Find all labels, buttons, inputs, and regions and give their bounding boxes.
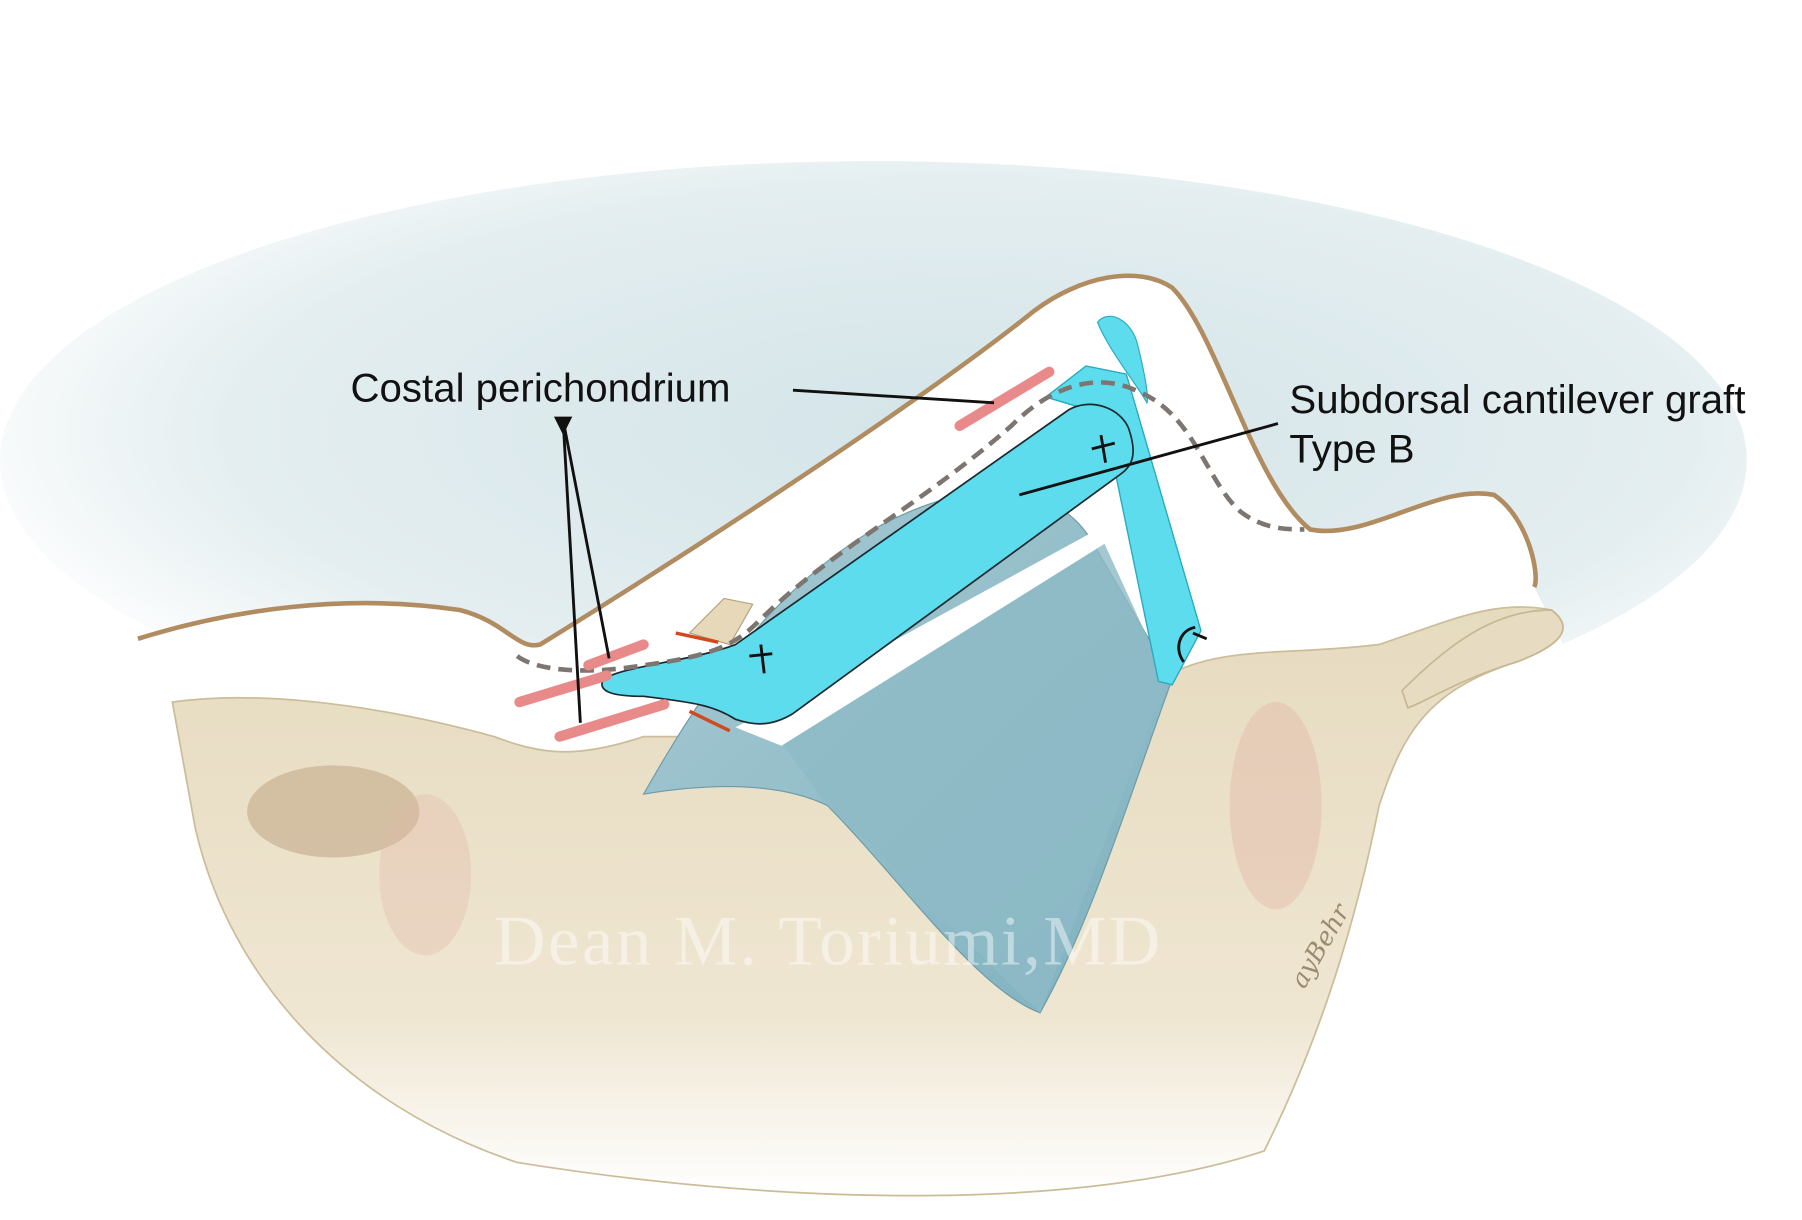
bone-shading — [1229, 702, 1322, 910]
lateral-cartilage — [1401, 609, 1564, 709]
graft-spike — [1096, 315, 1149, 405]
cut-mark — [688, 709, 731, 733]
bone-shading — [379, 794, 472, 956]
watermark: Dean M. Toriumi,MD — [494, 901, 1162, 980]
bone-structure — [171, 606, 1564, 1197]
arrowhead — [553, 416, 573, 436]
dorsal-line-dashed — [515, 380, 1305, 673]
leader-lines — [561, 388, 1279, 723]
septum-inner — [781, 540, 1167, 1013]
perichondrium-strips — [514, 366, 1055, 742]
bone-cavity — [247, 765, 420, 858]
graft-gap — [735, 529, 1110, 746]
label-graft-type: Type B — [1289, 427, 1414, 472]
skin-outline — [137, 273, 1538, 648]
label-costal-perichondrium: Costal perichondrium — [351, 366, 731, 411]
label-graft: Subdorsal cantilever graft — [1289, 377, 1745, 422]
suture-marks — [749, 434, 1208, 674]
cut-mark — [675, 631, 719, 644]
